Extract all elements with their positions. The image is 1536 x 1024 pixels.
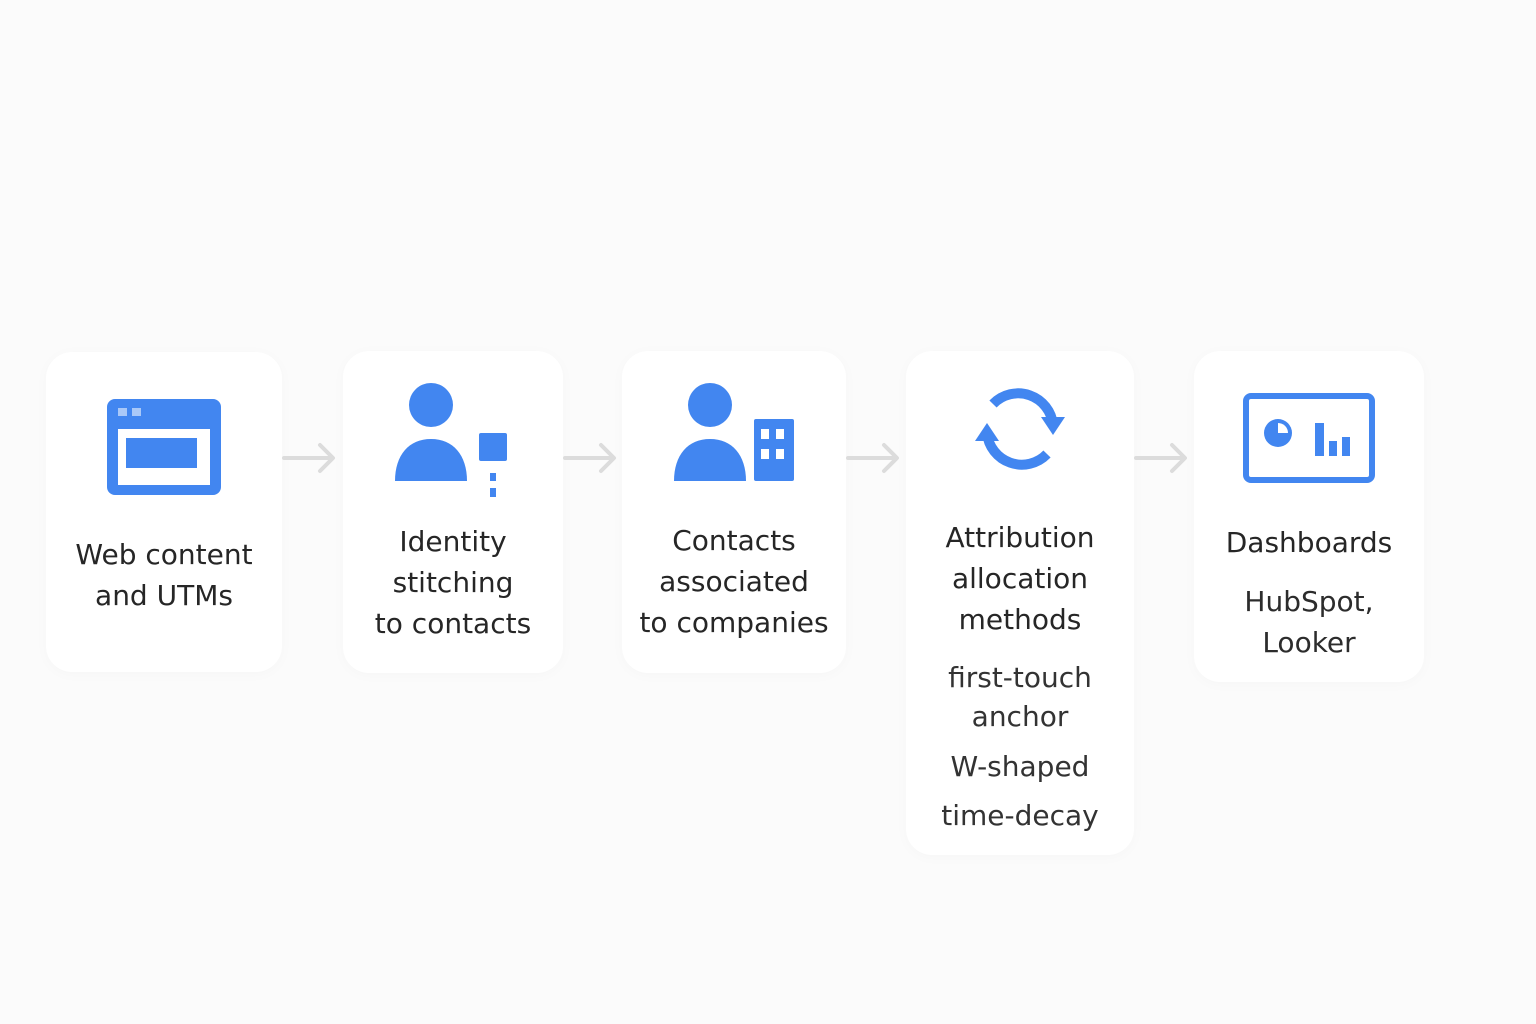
title-line: associated <box>659 565 809 598</box>
title-line: to companies <box>639 606 829 639</box>
flow-arrow <box>563 443 616 473</box>
title-line: to contacts <box>374 607 532 640</box>
attribution-methods-list: first-touch anchor W-shaped time-decay <box>906 658 1134 840</box>
browser-window-icon <box>107 399 221 495</box>
method-item: time-decay <box>941 799 1099 832</box>
step-card-contacts-companies: Contacts associated to companies <box>622 351 846 673</box>
sync-arrows-icon <box>975 388 1065 470</box>
tool-line: Looker <box>1262 626 1356 659</box>
title-line: allocation <box>951 562 1089 595</box>
person-identity-icon <box>395 383 507 497</box>
tool-line: HubSpot, <box>1244 585 1374 618</box>
method-item: anchor <box>971 700 1069 733</box>
flow-arrow <box>1134 443 1187 473</box>
title-line: and UTMs <box>95 579 233 612</box>
title-line: Contacts <box>672 524 796 557</box>
flow-arrow <box>846 443 899 473</box>
flow-arrow <box>282 443 335 473</box>
step-card-web-content: Web content and UTMs <box>46 352 282 672</box>
title-line: Identity <box>399 525 507 558</box>
title-line: Dashboards <box>1225 526 1393 559</box>
step-title: Attribution allocation methods <box>906 517 1134 640</box>
method-item: W-shaped <box>950 750 1090 783</box>
dashboard-tools: HubSpot, Looker <box>1194 581 1424 663</box>
step-card-attribution: Attribution allocation methods first-tou… <box>906 351 1134 855</box>
step-title: Contacts associated to companies <box>622 520 846 643</box>
step-title: Web content and UTMs <box>46 534 282 616</box>
person-company-icon <box>674 383 794 481</box>
title-line: Attribution <box>945 521 1095 554</box>
title-line: stitching <box>392 566 514 599</box>
dashboard-chart-icon <box>1243 393 1375 483</box>
title-line: Web content <box>75 538 253 571</box>
step-card-identity-stitching: Identity stitching to contacts <box>343 351 563 673</box>
title-line: methods <box>958 603 1082 636</box>
step-title: Dashboards <box>1194 522 1424 563</box>
step-title: Identity stitching to contacts <box>343 521 563 644</box>
step-card-dashboards: Dashboards HubSpot, Looker <box>1194 351 1424 682</box>
method-item: first-touch <box>948 661 1092 694</box>
